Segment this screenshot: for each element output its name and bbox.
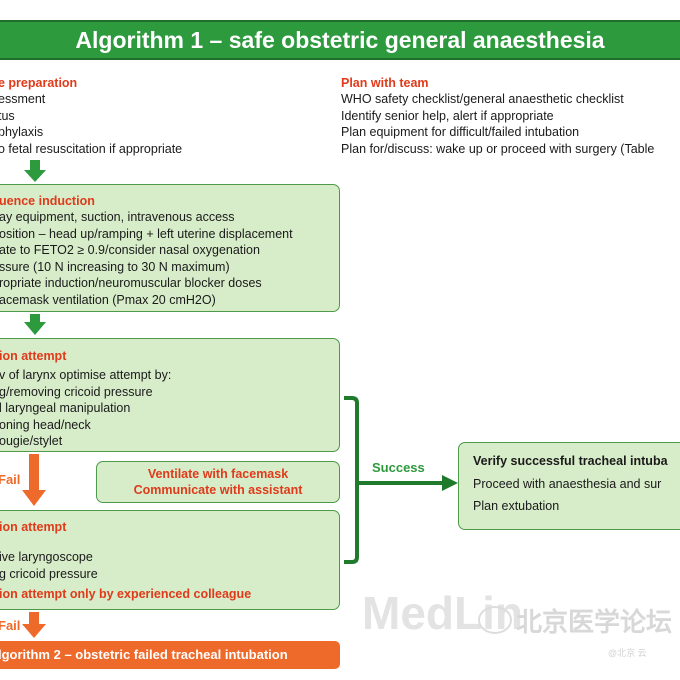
pre-induction-line: o fetal resuscitation if appropriate [0, 141, 183, 156]
wechat-logo-icon [478, 606, 512, 634]
first-attempt-box: ion attempt v of larynx optimise attempt… [0, 338, 340, 452]
pre-induction-line: tus [0, 108, 15, 123]
plan-with-team-line: Plan for/discuss: wake up or proceed wit… [341, 141, 655, 156]
second-attempt-footer: ion attempt only by experienced colleagu… [0, 587, 252, 601]
second-attempt-heading: ion attempt [0, 520, 67, 534]
pre-induction-line: phylaxis [0, 125, 44, 139]
plan-with-team-line: Identify senior help, alert if appropria… [341, 108, 554, 123]
watermark-caption: @北京 云 [608, 648, 647, 658]
ventilate-box: Ventilate with facemask Communicate with… [96, 461, 340, 503]
verify-line: Proceed with anaesthesia and sur [473, 476, 662, 491]
plan-with-team-section: Plan with team WHO safety checklist/gene… [341, 75, 654, 157]
first-attempt-line: l laryngeal manipulation [0, 401, 131, 415]
algorithm-2-box: lgorithm 2 – obstetric failed tracheal i… [0, 641, 340, 669]
first-attempt-line: ougie/stylet [0, 434, 63, 448]
induction-line: ropriate induction/neuromuscular blocker… [0, 276, 262, 290]
plan-with-team-line: Plan equipment for difficult/failed intu… [341, 125, 580, 139]
algorithm-title: Algorithm 1 – safe obstetric general ana… [0, 20, 680, 60]
first-attempt-line: oning head/neck [0, 417, 91, 432]
watermark-chinese: 北京医学论坛 [516, 607, 673, 637]
induction-line: ssure (10 N increasing to 30 N maximum) [0, 259, 230, 274]
success-arrow-icon [357, 475, 458, 491]
first-attempt-line: g/removing cricoid pressure [0, 384, 153, 399]
induction-line: osition – head up/ramping + left uterine… [0, 226, 293, 241]
success-label: Success [372, 460, 425, 475]
down-arrow-icon [24, 314, 46, 335]
second-attempt-box: ion attempt ive laryngoscope g cricoid p… [0, 510, 340, 610]
induction-line: ay equipment, suction, intravenous acces… [0, 210, 235, 224]
first-attempt-line: v of larynx optimise attempt by: [0, 368, 172, 382]
verify-heading: Verify successful tracheal intuba [473, 454, 668, 468]
success-bracket [344, 396, 359, 564]
induction-line: ate to FETO2 ≥ 0.9/consider nasal oxygen… [0, 243, 260, 257]
plan-with-team-heading: Plan with team [341, 76, 429, 90]
pre-induction-line: essment [0, 92, 46, 106]
pre-induction-heading: e preparation [0, 76, 78, 90]
pre-induction-section: e preparation essment tus phylaxis o fet… [0, 75, 182, 157]
induction-heading: uence induction [0, 194, 95, 208]
ventilate-line: Ventilate with facemask [147, 467, 289, 481]
fail-label: Fail [0, 472, 21, 487]
fail-arrow-icon [22, 454, 46, 506]
verify-line: Plan extubation [473, 499, 560, 513]
second-attempt-line: ive laryngoscope [0, 550, 93, 564]
second-attempt-line: g cricoid pressure [0, 566, 98, 581]
down-arrow-icon [24, 160, 46, 182]
verify-box: Verify successful tracheal intuba Procee… [458, 442, 680, 530]
first-attempt-heading: ion attempt [0, 349, 67, 363]
fail-label: Fail [0, 618, 21, 633]
communicate-line: Communicate with assistant [133, 483, 303, 497]
induction-box: uence induction ay equipment, suction, i… [0, 184, 340, 312]
fail-arrow-icon [22, 612, 46, 638]
plan-with-team-line: WHO safety checklist/general anaesthetic… [341, 92, 624, 106]
induction-line: acemask ventilation (Pmax 20 cmH2O) [0, 292, 216, 307]
